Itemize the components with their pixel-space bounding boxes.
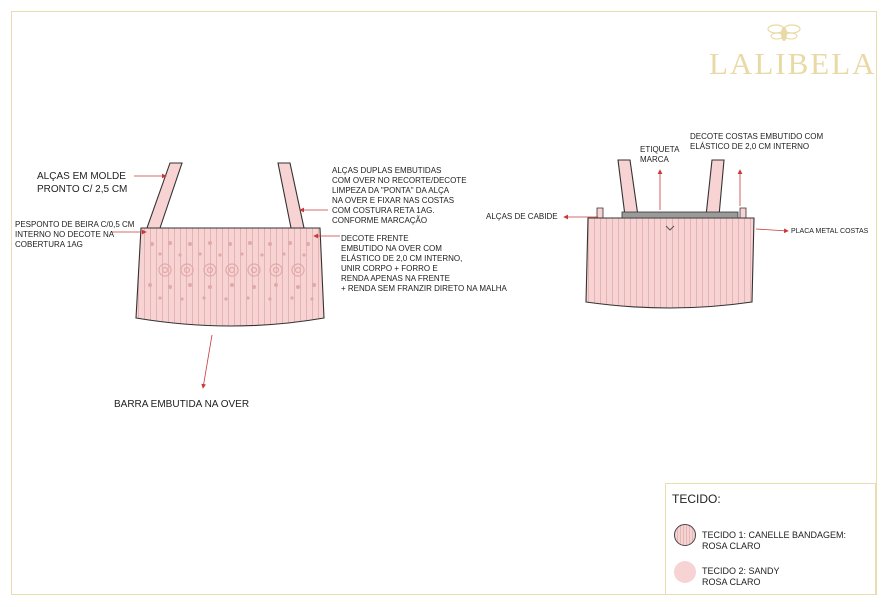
front-view <box>111 162 340 389</box>
front-body <box>135 227 325 327</box>
back-view <box>563 159 789 309</box>
fabric-legend: TECIDO: TECIDO 1: CANELLE BANDAGEM: ROSA… <box>665 483 876 595</box>
fabric2-swatch <box>674 561 696 583</box>
label-neckline: DECOTE FRENTE EMBUTIDO NA OVER COM ELÁST… <box>341 234 507 293</box>
front-lace-dots <box>148 241 316 301</box>
legend-fabric1: TECIDO 1: CANELLE BANDAGEM: ROSA CLARO <box>702 530 847 551</box>
label-straps: ALÇAS EM MOLDE PRONTO C/ 2,5 CM <box>37 171 128 195</box>
front-lace-band <box>158 263 305 277</box>
back-left-strap <box>617 159 639 217</box>
label-double-straps: ALÇAS DUPLAS EMBUTIDAS COM OVER NO RECOR… <box>332 166 467 225</box>
front-left-strap <box>146 162 183 229</box>
legend-fabric2: TECIDO 2: SANDY ROSA CLARO <box>702 566 780 587</box>
label-hanger-loops: ALÇAS DE CABIDE <box>486 212 558 221</box>
label-hem: BARRA EMBUTIDA NA OVER <box>114 399 250 410</box>
label-brand-tag: ETIQUETA MARCA <box>640 145 680 164</box>
front-right-strap <box>277 162 305 229</box>
back-neck-band <box>621 211 739 219</box>
metal-plate-icon <box>665 225 675 231</box>
back-body <box>585 217 755 309</box>
label-back-neckline: DECOTE COSTAS EMBUTIDO COM ELÁSTICO DE 2… <box>690 132 824 151</box>
label-metal-plate: PLACA METAL COSTAS <box>791 228 869 235</box>
fabric1-swatch <box>674 524 696 546</box>
back-right-strap <box>705 159 725 217</box>
bee-icon <box>767 24 801 41</box>
brand-logo: LALIBELA <box>709 46 877 81</box>
page-frame <box>11 11 877 595</box>
label-topstitch: PESPONTO DE BEIRA C/0,5 CM INTERNO NO DE… <box>15 220 135 249</box>
legend-title: TECIDO: <box>672 492 721 506</box>
